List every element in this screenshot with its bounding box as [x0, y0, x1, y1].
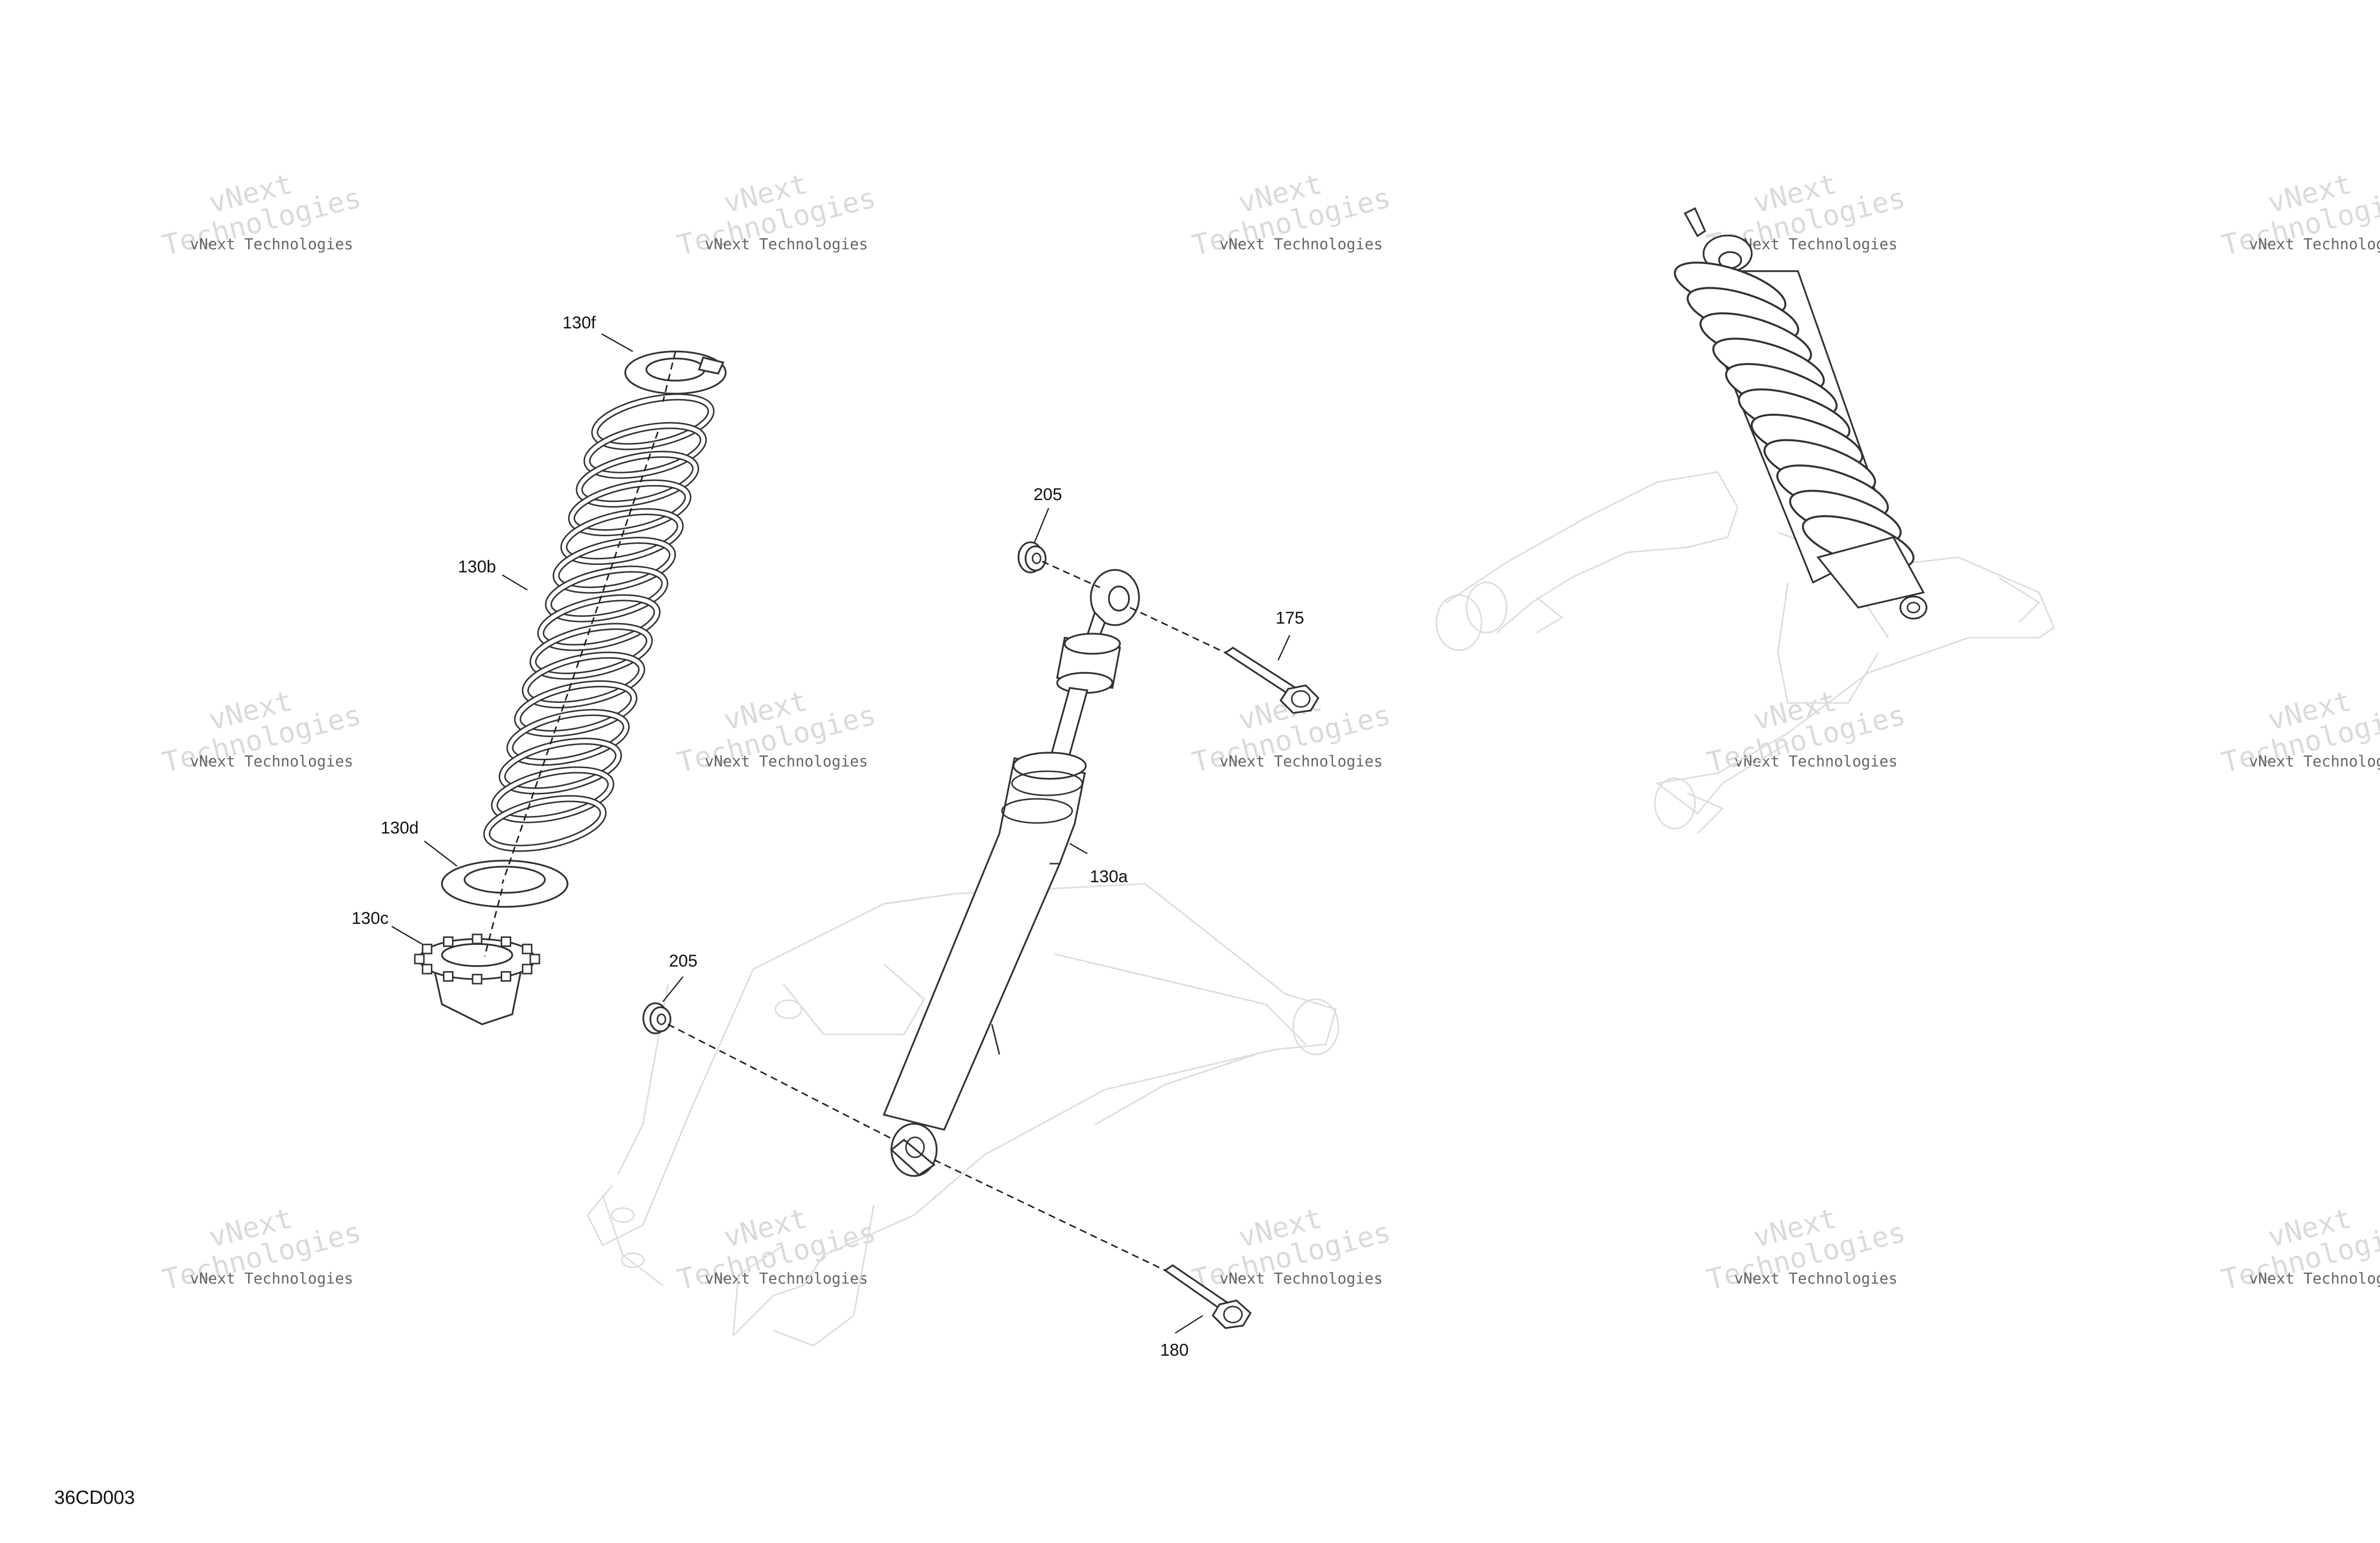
- collar-tooth: [501, 936, 511, 947]
- spring-coil-highlight: [577, 452, 698, 506]
- spring-coil-highlight: [593, 395, 713, 449]
- spring-coil-highlight: [500, 739, 621, 793]
- collar-tooth: [522, 943, 533, 955]
- watermark-small: vNext Technologies: [1219, 236, 1383, 254]
- collar-tooth: [443, 936, 454, 947]
- callout-175: 175: [1276, 609, 1304, 628]
- watermark-small: vNext Technologies: [190, 1270, 353, 1288]
- watermark-small: vNext Technologies: [190, 753, 353, 771]
- callout-130c: 130c: [352, 909, 389, 928]
- spring-coil-highlight: [531, 624, 651, 678]
- watermark-small: vNext Technologies: [1219, 753, 1383, 771]
- part-130f-spring-retainer: [624, 350, 727, 395]
- spring-coil-highlight: [485, 796, 605, 851]
- collar-tooth: [472, 974, 483, 985]
- part-130a-damper: [882, 569, 1140, 1177]
- part-205-bushing-bottom: [642, 1002, 671, 1034]
- watermark-small: vNext Technologies: [705, 1270, 868, 1288]
- part-175-bolt: [1223, 646, 1320, 714]
- spring-coil-highlight: [508, 710, 628, 765]
- callout-130d: 130d: [381, 818, 419, 838]
- diagram-code: 36CD003: [54, 1487, 135, 1508]
- part-130d-spring-seat: [441, 860, 569, 908]
- spring-coil-highlight: [570, 481, 690, 535]
- callout-130b: 130b: [458, 557, 496, 576]
- collar-tooth: [443, 971, 454, 982]
- collar-tooth: [472, 933, 483, 944]
- collar-tooth: [529, 954, 540, 965]
- collar-tooth: [501, 971, 511, 982]
- spring-coil-highlight: [515, 681, 636, 736]
- spring-coil-highlight: [492, 768, 613, 822]
- part-180-bolt: [1163, 1264, 1252, 1329]
- callout-130f: 130f: [562, 313, 596, 332]
- spring-coil-highlight: [538, 596, 659, 650]
- collar-tooth: [522, 964, 533, 975]
- spring-coil-highlight: [585, 423, 706, 478]
- watermark-small: vNext Technologies: [190, 236, 353, 254]
- watermark-small: vNext Technologies: [1734, 236, 1897, 254]
- part-130c-adjuster-collar: [414, 933, 540, 1025]
- callout-leaders: [391, 333, 1291, 1334]
- callout-labels: 130f 130b 130d 130c 205 175 130a 205 180: [352, 313, 1304, 1360]
- spring-coil-highlight: [554, 538, 674, 592]
- ghost-swingarm-right: [1435, 471, 2055, 835]
- spring-coil-highlight: [523, 653, 644, 707]
- assembled-shock-right: [1673, 207, 1928, 620]
- watermark-small: vNext Technologies: [1219, 1270, 1383, 1288]
- part-130b-coil-spring: [483, 393, 715, 852]
- collar-tooth: [414, 954, 425, 965]
- spring-coil-highlight: [546, 567, 667, 621]
- callout-180: 180: [1160, 1341, 1189, 1360]
- part-205-bushing-top: [1017, 541, 1047, 573]
- watermark-small: vNext Technologies: [705, 236, 868, 254]
- spring-coil-highlight: [561, 510, 683, 564]
- assembly-axis-lines: [484, 351, 1226, 1271]
- watermark-small: vNext Technologies: [1734, 1270, 1897, 1288]
- watermark-small: vNext Technologies: [2249, 753, 2380, 771]
- watermark-small: vNext Technologies: [1734, 753, 1897, 771]
- collar-tooth: [421, 964, 432, 975]
- watermark-small: vNext Technologies: [2249, 236, 2380, 254]
- callout-130a: 130a: [1090, 867, 1128, 886]
- callout-205-bottom: 205: [669, 952, 698, 971]
- watermark-small: vNext Technologies: [2249, 1270, 2380, 1288]
- callout-205-top: 205: [1034, 485, 1062, 504]
- watermark-small: vNext Technologies: [705, 753, 868, 771]
- collar-tooth: [421, 943, 432, 955]
